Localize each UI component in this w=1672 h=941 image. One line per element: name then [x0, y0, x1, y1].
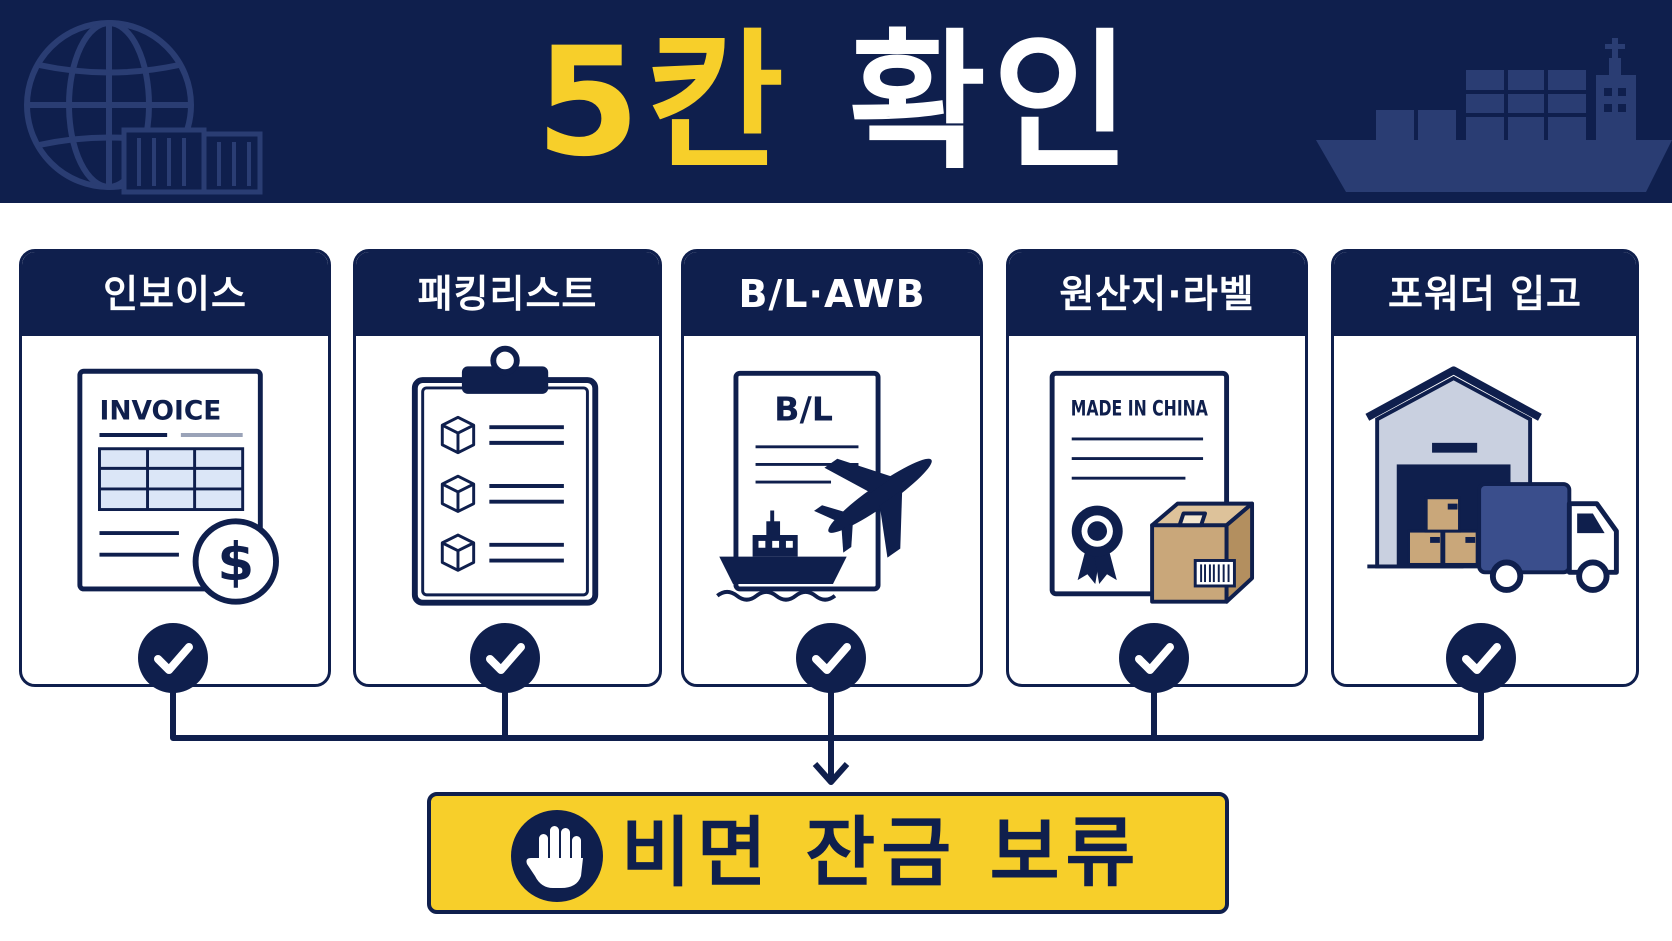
checkmark-circle-icon: [812, 643, 851, 674]
card-forwarder-title: 포워더 입고: [1334, 252, 1636, 336]
check-forwarder: [1446, 623, 1516, 693]
globe-containers-icon: [24, 20, 263, 195]
invoice-dollar-icon: INVOICE $: [77, 368, 279, 605]
warehouse-truck-icon: [1365, 366, 1619, 593]
card-origin-label: 원산지·라벨 MADE IN CHINA: [1006, 249, 1308, 687]
clipboard-boxes-icon: [411, 345, 599, 606]
check-invoice: [138, 623, 208, 693]
card-forwarder: 포워더 입고: [1331, 249, 1639, 687]
checkmark-circle-icon: [486, 643, 525, 674]
checkmark-circle-icon: [1135, 643, 1174, 674]
title-accent: 5칸: [535, 16, 791, 190]
svg-text:$: $: [217, 532, 254, 593]
invoice-doc-text: INVOICE: [99, 395, 221, 426]
header-banner: 5칸 확인: [0, 0, 1672, 203]
card-packing-list-title: 패킹리스트: [356, 252, 659, 336]
check-bl-awb: [796, 623, 866, 693]
origin-doc-text: MADE IN CHINA: [1071, 396, 1208, 421]
card-bl-awb: B/L·AWB B/L: [681, 249, 983, 687]
certificate-box-icon: MADE IN CHINA: [1049, 370, 1255, 604]
cargo-ship-icon: [1316, 38, 1672, 192]
checkmark-circle-icon: [154, 643, 193, 674]
card-bl-awb-title: B/L·AWB: [684, 252, 980, 336]
card-packing-list: 패킹리스트: [353, 249, 662, 687]
result-label: 비면 잔금 보류: [621, 808, 1142, 897]
check-packing-list: [470, 623, 540, 693]
bl-doc-text: B/L: [774, 389, 833, 428]
page-title: 5칸 확인: [0, 18, 1672, 188]
checkmark-circle-icon: [1462, 643, 1501, 674]
card-origin-label-title: 원산지·라벨: [1009, 252, 1305, 336]
card-invoice: 인보이스 INVOICE $: [19, 249, 331, 687]
title-main: 확인: [848, 16, 1137, 190]
card-invoice-title: 인보이스: [22, 252, 328, 336]
check-origin-label: [1119, 623, 1189, 693]
bill-of-lading-ship-plane-icon: B/L: [716, 370, 932, 602]
result-banner: 비면 잔금 보류: [427, 792, 1229, 914]
stop-hand-icon: [511, 810, 603, 902]
